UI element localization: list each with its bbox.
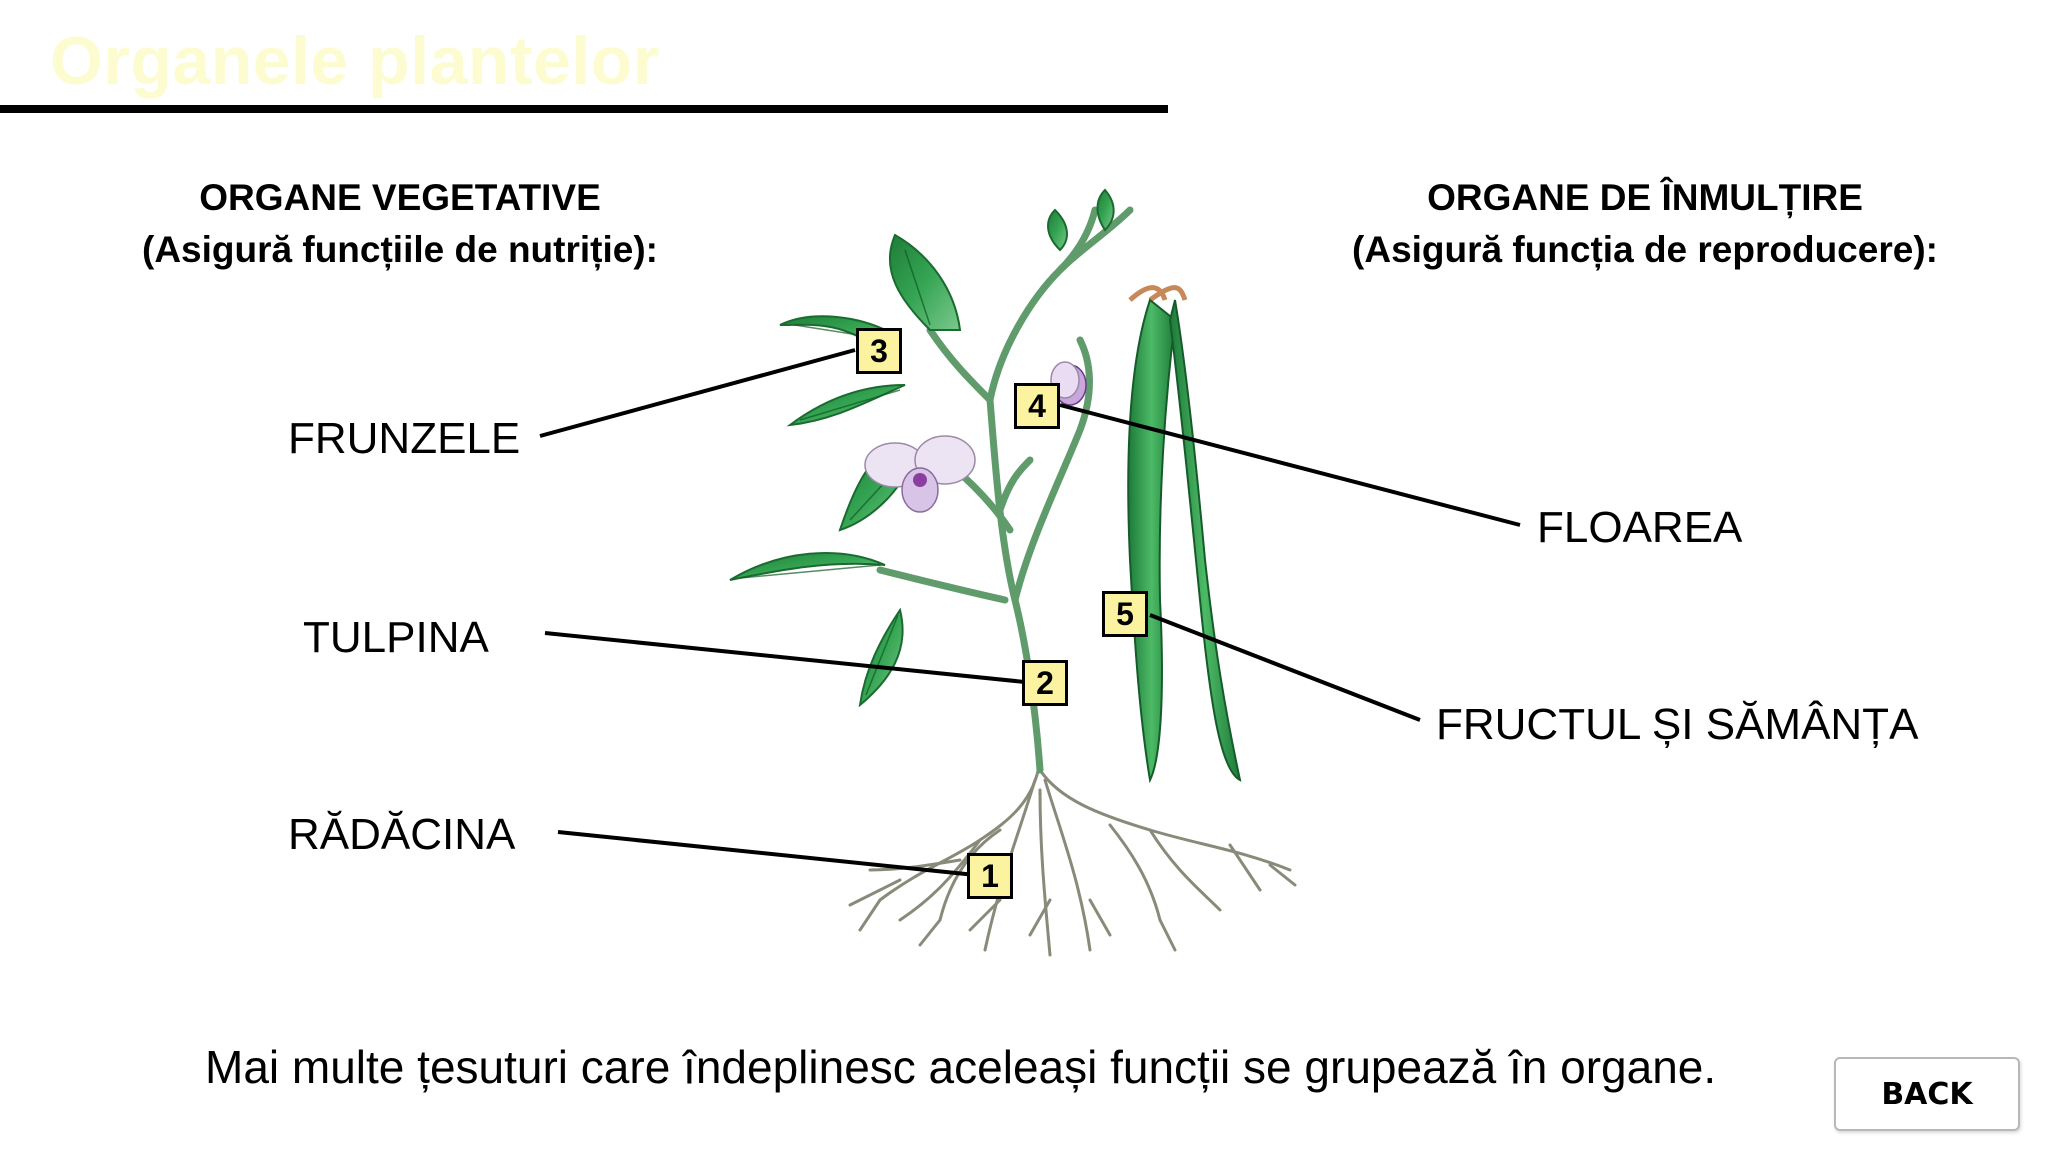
leader-line-fruit (1149, 613, 1421, 722)
leader-line-stem (544, 631, 1026, 684)
title-underline (0, 105, 1168, 113)
bean-pods-drawing (1127, 298, 1242, 784)
back-button[interactable]: BACK (1834, 1057, 2020, 1131)
badge-flower-number: 4 (1014, 383, 1060, 429)
label-fruit-seed: FRUCTUL ȘI SĂMÂNȚA (1436, 700, 1919, 749)
reproductive-organs-heading: ORGANE DE ÎNMULȚIRE (Asigură funcția de … (1330, 172, 1960, 276)
leader-lines (539, 348, 1521, 878)
badge-fruit-number: 5 (1102, 591, 1148, 637)
label-stem: TULPINA (303, 613, 489, 662)
vegetative-organs-heading: ORGANE VEGETATIVE (Asigură funcțiile de … (95, 172, 705, 276)
leader-line-root (557, 830, 986, 878)
reproductive-heading-title: ORGANE DE ÎNMULȚIRE (1427, 177, 1863, 218)
roots-drawing (848, 758, 1297, 957)
page-title: Organele plantelor (50, 23, 660, 99)
badge-leaves-number: 3 (856, 328, 902, 374)
label-flower: FLOAREA (1537, 503, 1743, 552)
reproductive-heading-subtitle: (Asigură funcția de reproducere): (1352, 229, 1938, 270)
vegetative-heading-subtitle: (Asigură funcțiile de nutriție): (142, 229, 658, 270)
vegetative-heading-title: ORGANE VEGETATIVE (199, 177, 601, 218)
pod-stalk (1128, 285, 1188, 303)
leader-line-leaves (539, 348, 856, 438)
badge-stem-number: 2 (1022, 660, 1068, 706)
leader-line-flower (1059, 403, 1521, 527)
badge-root-number: 1 (967, 853, 1013, 899)
label-leaves: FRUNZELE (288, 414, 521, 463)
footer-caption: Mai multe țesuturi care îndeplinesc acel… (205, 1041, 1717, 1093)
label-root: RĂDĂCINA (288, 810, 516, 859)
flowers-drawing (864, 361, 1087, 513)
